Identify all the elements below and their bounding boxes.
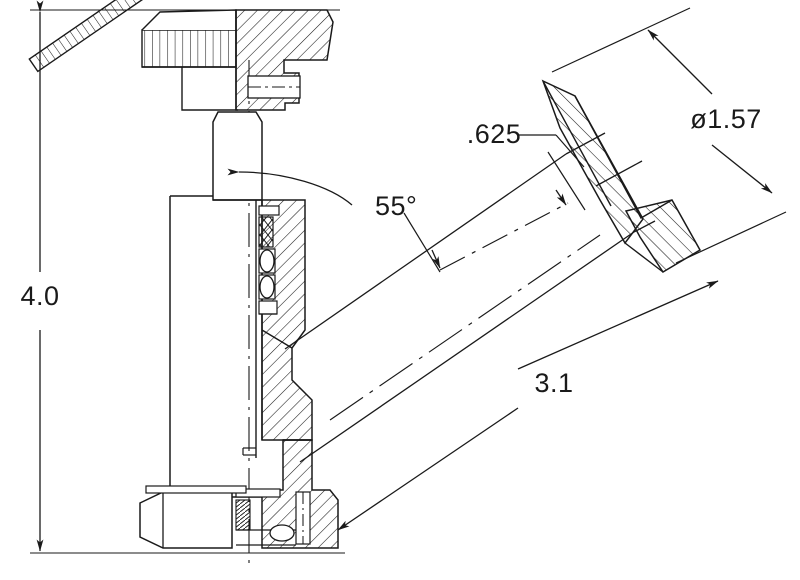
knurled-knob bbox=[141, 9, 334, 111]
ext-line-625-a bbox=[547, 151, 586, 211]
bonnet-section bbox=[258, 199, 313, 441]
dim-arrow-157-lower bbox=[711, 144, 773, 194]
flange-upper-hatched bbox=[541, 79, 644, 245]
valve-stem bbox=[212, 111, 263, 458]
branch-centerline bbox=[329, 234, 601, 421]
hex-nut bbox=[139, 485, 247, 549]
flange-hub-lower bbox=[633, 220, 656, 233]
dimension-label-tube-diameter: .625 bbox=[467, 119, 522, 149]
leader-625-slant bbox=[555, 134, 585, 168]
dimension-label-angle: 55° bbox=[375, 191, 417, 221]
flange-face-upper bbox=[542, 80, 612, 207]
angle-leader-arc bbox=[227, 168, 353, 206]
dimension-tube-diameter: .625 bbox=[403, 119, 586, 273]
dim-arrow-31-upper bbox=[517, 280, 719, 370]
branch-junction-upper bbox=[261, 329, 293, 349]
o-ring-lower bbox=[259, 275, 275, 299]
stem-upper bbox=[212, 111, 263, 201]
seat-o-ring bbox=[269, 524, 295, 542]
dim-arrow-157-upper bbox=[647, 29, 713, 95]
hex-nut-collar bbox=[145, 485, 247, 494]
knob-hub-outline bbox=[181, 67, 238, 111]
flange-hub-upper bbox=[565, 132, 606, 155]
hex-nut-outline bbox=[139, 491, 233, 549]
knob-knurl-band bbox=[141, 29, 237, 68]
branch-tube bbox=[28, 0, 635, 463]
branch-flange bbox=[541, 79, 702, 274]
dimension-label-height: 4.0 bbox=[20, 281, 59, 311]
set-screw bbox=[247, 75, 301, 99]
branch-lower-wall-group bbox=[28, 0, 334, 73]
barrel-left-outline bbox=[169, 195, 213, 497]
dimension-flange-diameter: ø1.57 bbox=[551, 7, 787, 264]
knob-top-chamfer-left bbox=[141, 9, 237, 31]
gland-washer bbox=[258, 205, 280, 216]
branch-lower-wall bbox=[28, 0, 334, 73]
branch-bore-upper bbox=[284, 153, 567, 350]
ext-line-157-lower bbox=[675, 211, 787, 264]
body-barrel bbox=[169, 195, 263, 498]
stem-thread bbox=[235, 499, 251, 531]
dim-arrow-625-lower bbox=[431, 249, 441, 269]
dimension-label-flange-diameter: ø1.57 bbox=[690, 104, 762, 134]
dim-arrow-31-lower bbox=[337, 407, 519, 531]
branch-bore-lower bbox=[299, 231, 635, 463]
dim-line-625 bbox=[439, 202, 569, 271]
packing-spring bbox=[258, 216, 274, 248]
packing-backup-ring bbox=[258, 300, 278, 315]
bottom-fitting bbox=[235, 439, 339, 549]
flange-bore-line bbox=[595, 160, 643, 187]
dimension-branch-length: 3.1 bbox=[337, 280, 719, 531]
dimension-label-branch-length: 3.1 bbox=[534, 368, 573, 398]
dim-arrow-625-upper bbox=[555, 189, 567, 206]
dimension-branch-angle: 55° bbox=[227, 168, 417, 221]
o-ring-upper bbox=[259, 249, 275, 273]
ext-line-157-upper bbox=[551, 7, 691, 73]
flange-face-lower bbox=[624, 242, 664, 273]
